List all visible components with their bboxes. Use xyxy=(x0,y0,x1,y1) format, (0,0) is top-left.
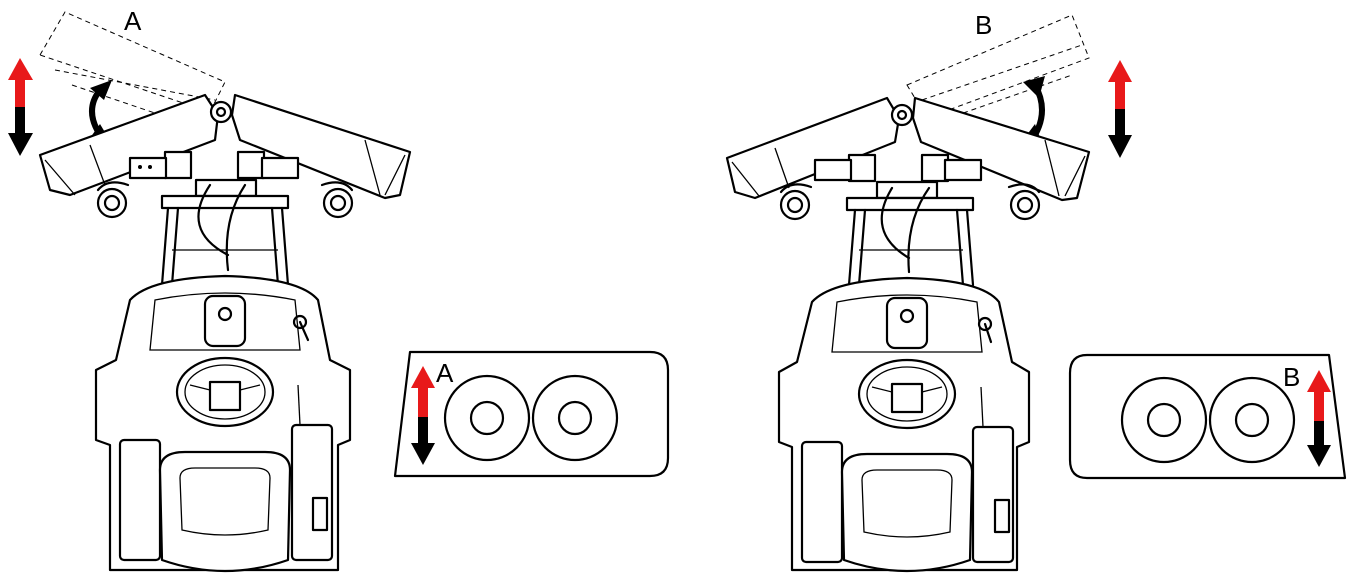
panel-label-b: B xyxy=(975,10,992,40)
up-down-arrow-icon xyxy=(8,58,33,156)
steering-wheel xyxy=(175,356,275,428)
switch-inset-b: B xyxy=(1068,353,1347,480)
steering-wheel xyxy=(857,358,957,430)
caster-wheel-left xyxy=(779,183,813,221)
mower-deck xyxy=(38,93,412,200)
panel-a: A xyxy=(8,6,670,573)
switch-label-a: A xyxy=(436,358,454,388)
lift-frame xyxy=(160,178,290,287)
mower-diagram-b: B xyxy=(725,10,1347,573)
switch-inset-a: A xyxy=(393,350,670,478)
panel-label-a: A xyxy=(124,6,142,36)
caster-wheel-left xyxy=(96,181,130,219)
panel-b: B xyxy=(677,0,1354,584)
seat xyxy=(840,452,974,573)
caster-wheel-right xyxy=(320,181,354,219)
switch-label-b: B xyxy=(1283,362,1300,392)
mower-diagram-a: A xyxy=(8,6,670,573)
raised-deck-outline xyxy=(906,14,1090,126)
mower-deck xyxy=(725,96,1091,202)
lift-frame xyxy=(845,180,975,287)
caster-wheel-right xyxy=(1007,183,1041,221)
seat xyxy=(158,450,292,573)
up-down-arrow-icon xyxy=(1108,60,1132,158)
